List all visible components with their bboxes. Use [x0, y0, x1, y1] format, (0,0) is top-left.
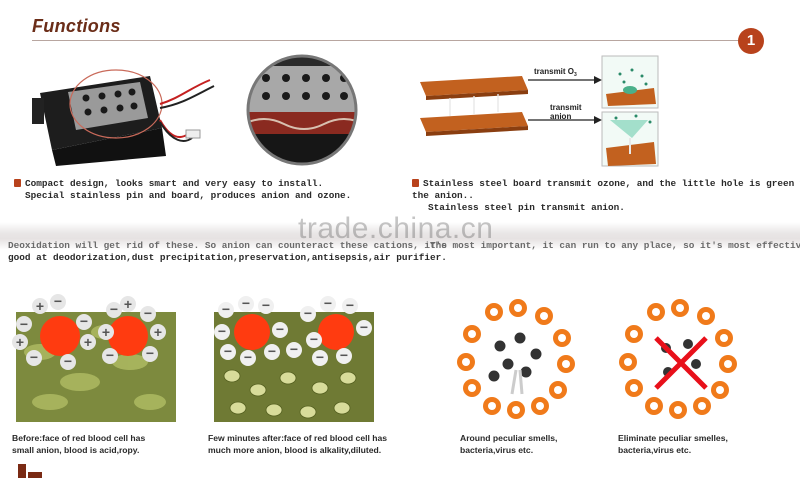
svg-text:−: − — [242, 295, 250, 311]
ozone-anion-diagram: transmit O3 transmit anion — [420, 55, 659, 167]
svg-text:+: + — [154, 324, 162, 340]
svg-text:−: − — [360, 319, 368, 335]
svg-text:−: − — [144, 305, 152, 321]
svg-text:−: − — [316, 349, 324, 365]
bullet-icon — [14, 179, 21, 187]
svg-text:−: − — [224, 343, 232, 359]
svg-text:−: − — [340, 347, 348, 363]
caption-compact-design: Compact design, looks smart and very eas… — [14, 178, 351, 202]
svg-text:−: − — [222, 301, 230, 317]
svg-text:+: + — [102, 324, 110, 340]
svg-text:−: − — [64, 353, 72, 369]
label-transmit-o3: transmit O3 — [534, 67, 577, 78]
device-photo — [32, 69, 215, 166]
svg-text:+: + — [124, 296, 132, 312]
svg-text:−: − — [244, 349, 252, 365]
svg-text:−: − — [106, 347, 114, 363]
smells-around-image — [457, 299, 575, 419]
caption-blood-before: Before:face of red blood cell has small … — [12, 433, 146, 455]
step-badge: 1 — [738, 28, 764, 54]
svg-text:−: − — [218, 323, 226, 339]
svg-text:−: − — [346, 297, 354, 313]
svg-text:−: − — [80, 313, 88, 329]
svg-text:+: + — [36, 298, 44, 314]
caption-steel-board: Stainless steel board transmit ozone, an… — [412, 178, 800, 213]
faded-band — [0, 222, 800, 250]
svg-text:−: − — [310, 331, 318, 347]
caption-smells-around: Around peculiar smells, bacteria,virus e… — [460, 433, 558, 455]
title-divider — [32, 40, 744, 41]
svg-text:−: − — [268, 343, 276, 359]
svg-text:+: + — [84, 334, 92, 350]
magnified-detail — [246, 54, 358, 166]
svg-text:+: + — [16, 334, 24, 350]
caption-deoxidation: Deoxidation will get rid of these. So an… — [8, 240, 447, 263]
bullet-icon — [412, 179, 419, 187]
watermark: trade.china.cn — [298, 212, 494, 245]
section-title: Functions — [32, 16, 121, 36]
blood-before-image: + − − + − − − + + + − + − − − — [12, 293, 176, 422]
svg-text:−: − — [262, 297, 270, 313]
label-transmit-anion-2: anion — [550, 112, 571, 121]
svg-text:−: − — [290, 341, 298, 357]
svg-text:−: − — [110, 301, 118, 317]
caption-most-important: The most important, it can run to any pl… — [430, 240, 800, 251]
svg-text:−: − — [324, 295, 332, 311]
caption-blood-after: Few minutes after:face of red blood cell… — [208, 433, 388, 455]
svg-text:−: − — [276, 321, 284, 337]
footer-mark — [28, 472, 42, 478]
svg-text:−: − — [30, 349, 38, 365]
smells-eliminate-image — [619, 299, 737, 419]
svg-text:−: − — [146, 345, 154, 361]
svg-text:−: − — [54, 293, 62, 309]
svg-text:−: − — [20, 316, 28, 332]
caption-smells-eliminate: Eliminate peculiar smelles, bacteria,vir… — [618, 433, 728, 455]
svg-text:−: − — [304, 305, 312, 321]
label-transmit-anion-1: transmit — [550, 103, 582, 112]
footer-mark — [18, 464, 26, 478]
blood-after-image: − − − − − − − − − − − − − − − − — [214, 295, 374, 422]
